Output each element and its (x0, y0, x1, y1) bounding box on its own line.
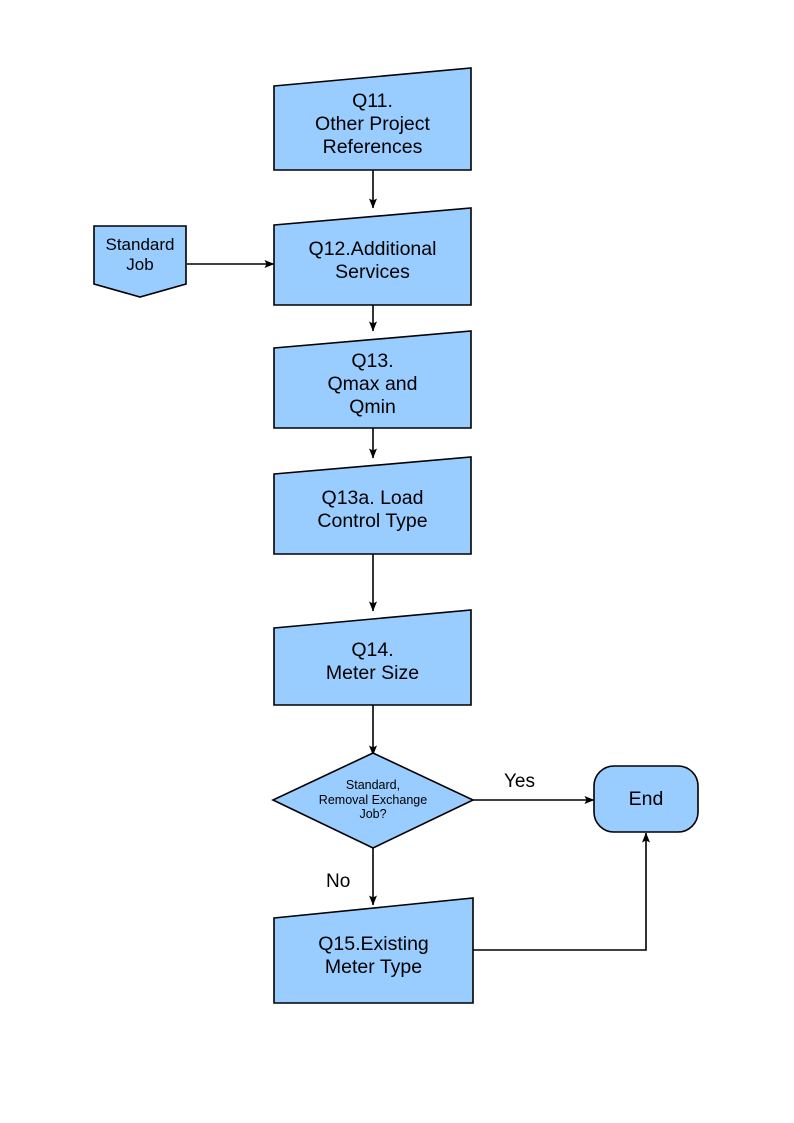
node-q13-shape[interactable] (273, 330, 472, 429)
edge-q15-to-end (473, 832, 650, 951)
node-end-shape[interactable] (593, 765, 699, 833)
node-q14-shape[interactable] (273, 609, 472, 706)
node-standard-job-shape[interactable] (93, 225, 187, 298)
node-q15-shape[interactable] (273, 897, 474, 1004)
edge-label-yes: Yes (504, 771, 535, 792)
node-decision-shape[interactable] (271, 752, 475, 849)
node-q12-shape[interactable] (273, 207, 472, 306)
node-q11-shape[interactable] (273, 67, 472, 171)
edge-label-no: No (326, 871, 351, 892)
node-q13a-shape[interactable] (273, 456, 472, 555)
